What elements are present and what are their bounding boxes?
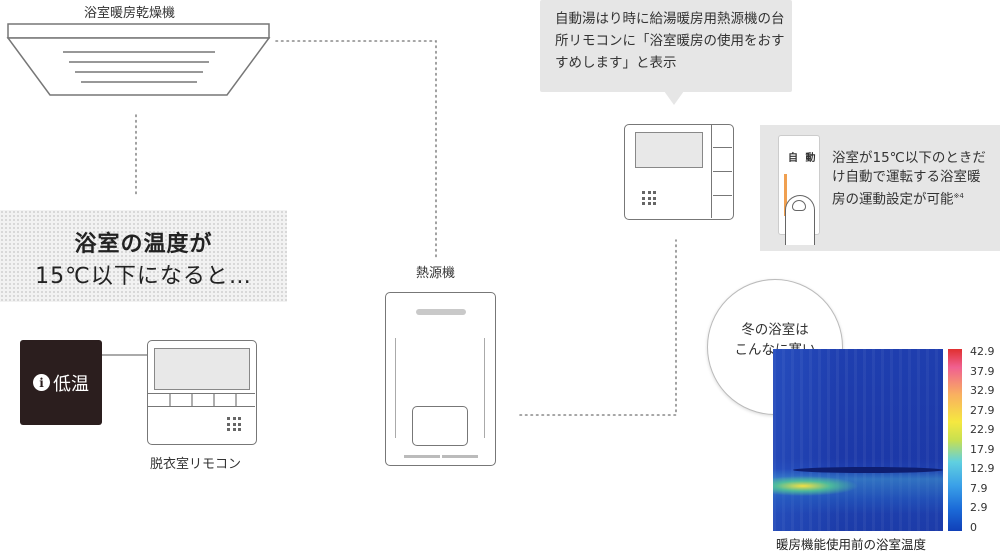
kitchen-remote-bubble-text: 自動湯はり時に給湯暖房用熱源機の台所リモコンに「浴室暖房の使用をおすすめします」…	[555, 11, 785, 71]
heat-source-unit	[385, 292, 496, 466]
headline-line-1: 浴室の温度が	[74, 232, 213, 257]
kitchen-remote-keypad	[642, 191, 656, 205]
headline-line-2: 15℃以下になると…	[35, 264, 252, 289]
scale-label: 7.9	[970, 481, 988, 495]
low-temp-badge: i 低温	[20, 340, 102, 425]
auto-button-label: 自 動	[788, 153, 818, 164]
headline-box: 浴室の温度が 15℃以下になると…	[0, 210, 287, 302]
scale-label: 22.9	[970, 423, 995, 437]
thermal-image	[773, 349, 943, 531]
connector-dryer-to-heat-source	[275, 40, 437, 259]
info-icon: i	[33, 374, 50, 391]
auto-description-note: ※4	[953, 192, 964, 200]
cold-bathroom-line-1: 冬の浴室は	[741, 322, 809, 338]
bathroom-dryer-unit	[6, 23, 271, 96]
remote-screen	[154, 348, 250, 390]
heat-source-window	[412, 406, 468, 446]
heat-source-label: 熱源機	[416, 266, 456, 281]
scale-label: 37.9	[970, 364, 995, 378]
kitchen-remote-bubble: 自動湯はり時に給湯暖房用熱源機の台所リモコンに「浴室暖房の使用をおすすめします」…	[540, 0, 792, 92]
changing-room-remote-label: 脱衣室リモコン	[150, 457, 242, 472]
auto-indicator-led	[784, 174, 787, 216]
kitchen-remote	[624, 124, 734, 220]
scale-label: 42.9	[970, 345, 995, 358]
scale-label: 12.9	[970, 462, 995, 476]
finger-icon	[785, 195, 815, 245]
scale-label: 17.9	[970, 442, 995, 456]
changing-room-remote	[147, 340, 257, 445]
scale-label: 32.9	[970, 384, 995, 398]
temperature-color-scale	[948, 349, 962, 531]
auto-description: 浴室が15℃以下のときだけ自動で運転する浴室暖房の運動設定が可能※4	[832, 150, 986, 208]
thermal-caption: 暖房機能使用前の浴室温度	[776, 537, 927, 552]
kitchen-remote-screen	[635, 132, 703, 168]
connector-heat-source-to-kitchen-remote	[519, 239, 677, 416]
heat-source-vent	[416, 309, 466, 315]
scale-label: 2.9	[970, 501, 988, 515]
bathroom-dryer-label: 浴室暖房乾燥機	[84, 6, 176, 21]
scale-label: 27.9	[970, 403, 995, 417]
bubble-tail	[664, 91, 684, 105]
remote-keypad	[227, 417, 241, 431]
remote-button-row	[148, 393, 255, 407]
auto-operation-panel: 自 動 浴室が15℃以下のときだけ自動で運転する浴室暖房の運動設定が可能※4	[760, 125, 1000, 251]
scale-label: 0	[970, 521, 977, 534]
low-temp-text: 低温	[53, 373, 89, 395]
